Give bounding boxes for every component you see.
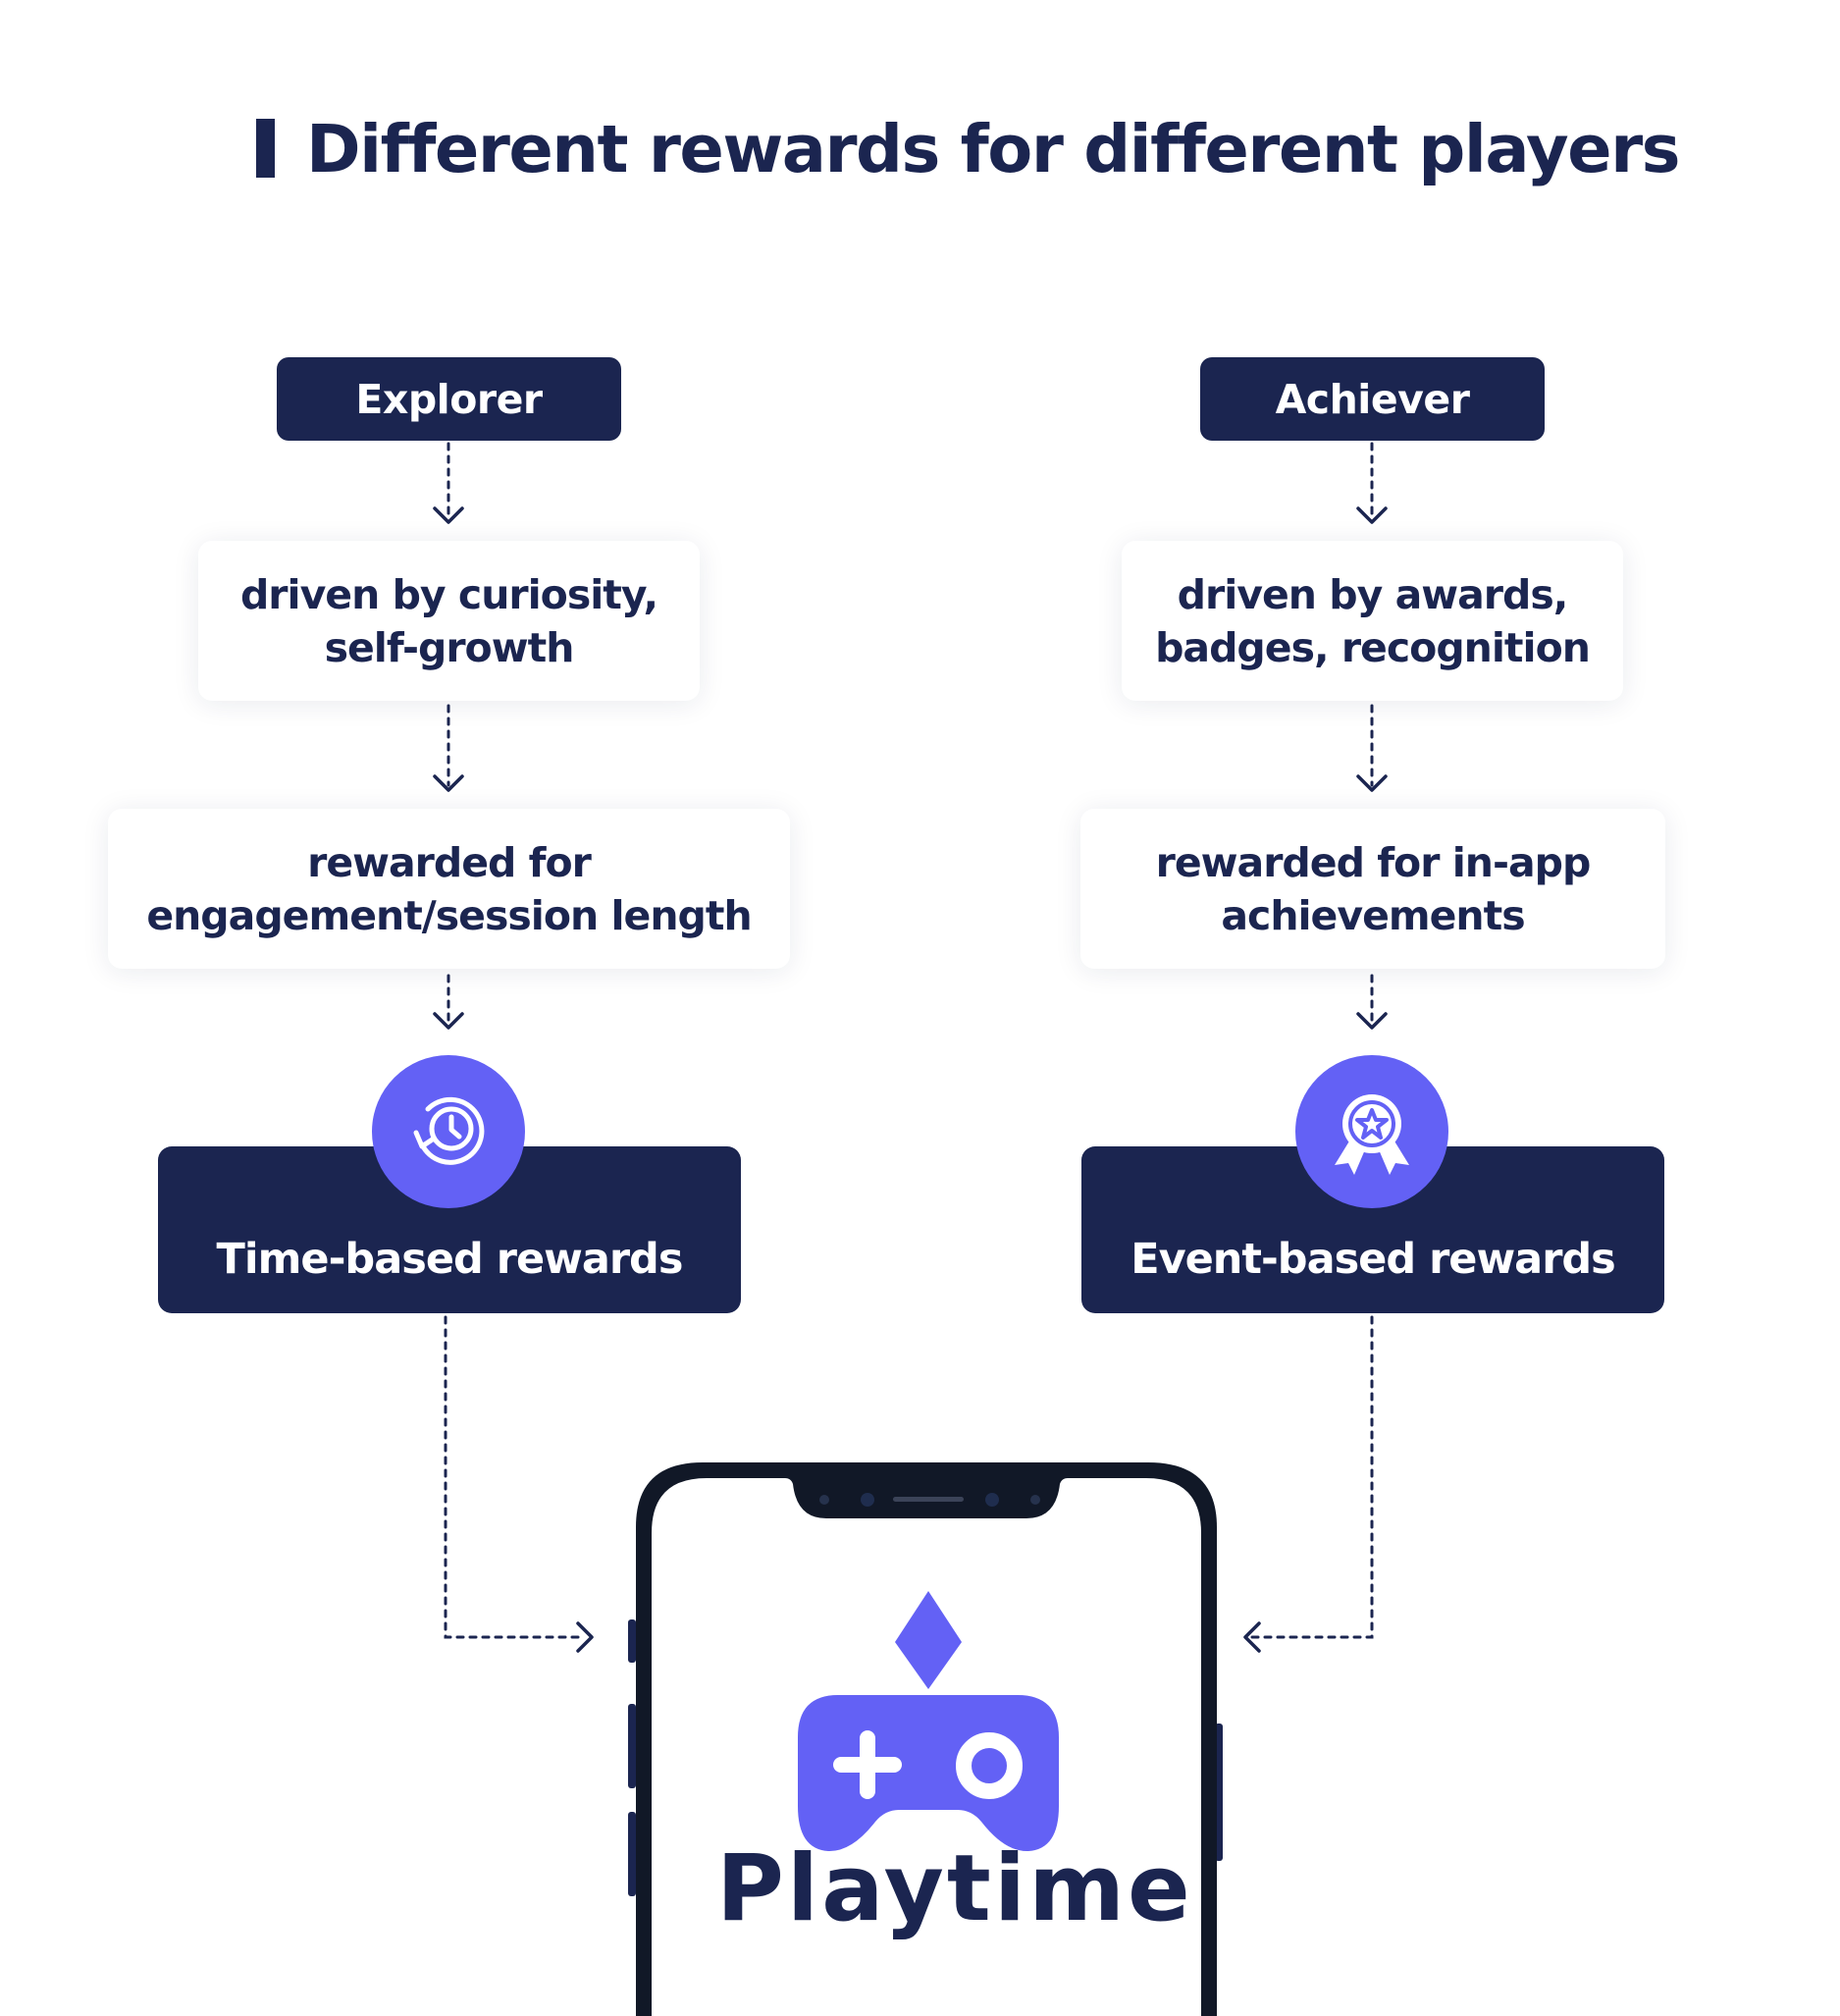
award-ribbon-icon bbox=[1295, 1055, 1448, 1208]
explorer-reward-criteria-text: rewarded for engagement/session length bbox=[146, 838, 752, 939]
event-based-rewards-label: Event-based rewards bbox=[1130, 1235, 1616, 1284]
achiever-reward-criteria-text: rewarded for in-app achievements bbox=[1155, 838, 1592, 939]
clock-refresh-icon bbox=[372, 1055, 525, 1208]
explorer-label: Explorer bbox=[277, 357, 621, 441]
page-title: Different rewards for different players bbox=[306, 111, 1681, 187]
explorer-motivation-card: driven by curiosity, self-growth bbox=[198, 541, 700, 701]
explorer-motivation-text: driven by curiosity, self-growth bbox=[239, 570, 658, 671]
time-based-rewards-label: Time-based rewards bbox=[216, 1235, 684, 1284]
title-accent-bar bbox=[256, 119, 275, 178]
explorer-reward-criteria-card: rewarded for engagement/session length bbox=[108, 809, 790, 969]
achiever-reward-criteria-card: rewarded for in-app achievements bbox=[1080, 809, 1665, 969]
achiever-label: Achiever bbox=[1200, 357, 1545, 441]
achiever-motivation-text: driven by awards, badges, recognition bbox=[1155, 570, 1591, 671]
app-name: Playtime bbox=[716, 1835, 1193, 1942]
achiever-motivation-card: driven by awards, badges, recognition bbox=[1122, 541, 1623, 701]
